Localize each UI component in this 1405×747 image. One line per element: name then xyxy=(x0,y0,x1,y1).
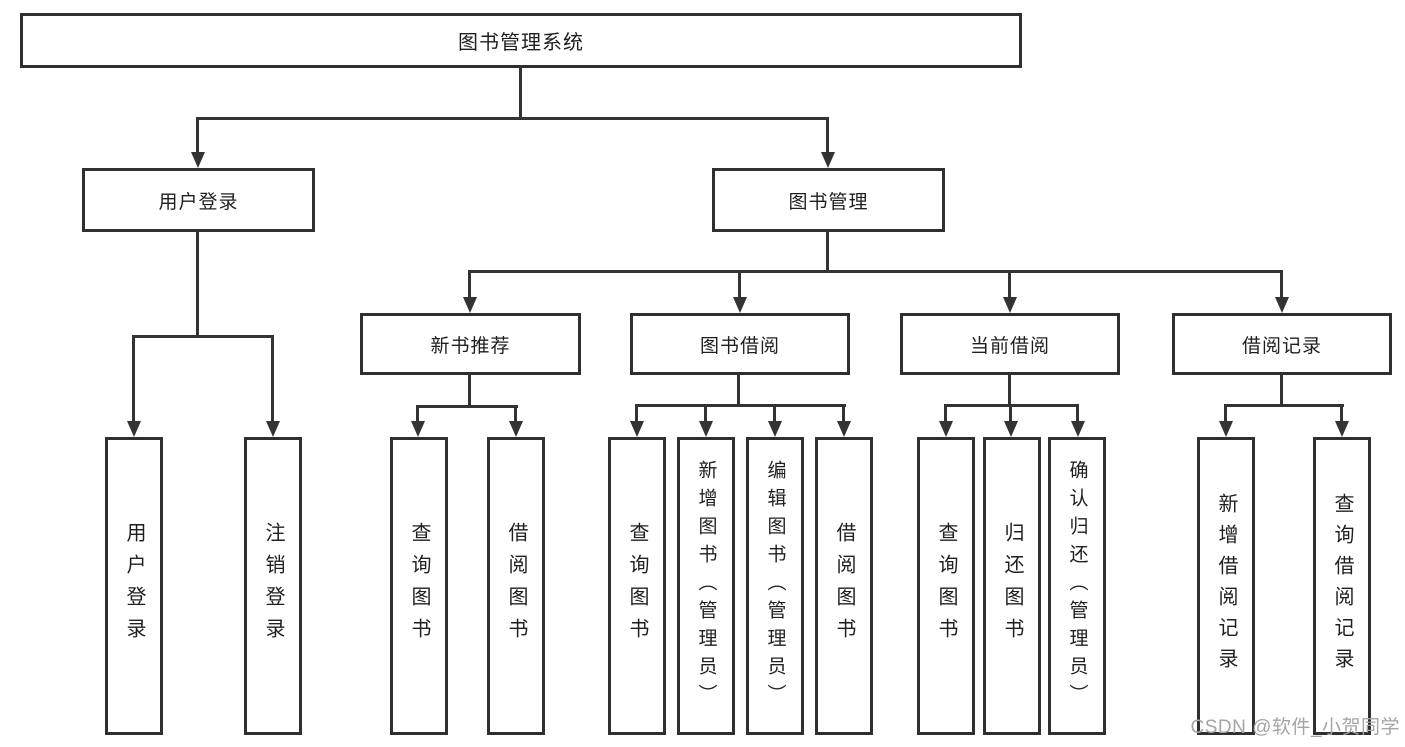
node-ul-login: 用户登录 xyxy=(105,437,163,735)
node-br-add-label: 新增借阅记录 xyxy=(1215,493,1237,679)
node-new-book-rec: 新书推荐 xyxy=(360,313,581,375)
node-book-borrow: 图书借阅 xyxy=(630,313,850,375)
node-ul-logout-label: 注销登录 xyxy=(262,522,284,650)
arrowhead-cb-query xyxy=(939,421,953,437)
node-cb-confirm-label: 确认归还（管理员） xyxy=(1066,460,1088,712)
arrowhead-nb-query xyxy=(411,421,425,437)
connector-borrow-records-stem xyxy=(1280,374,1283,407)
connector-drop-new-book-rec xyxy=(468,270,471,298)
connector-drop-borrow-records xyxy=(1280,270,1283,298)
arrowhead-bb-add xyxy=(699,421,713,437)
arrowhead-new-book-rec xyxy=(463,297,477,313)
node-nb-query-label: 查询图书 xyxy=(408,522,430,650)
node-cb-confirm: 确认归还（管理员） xyxy=(1048,437,1106,735)
arrowhead-cb-return xyxy=(1004,421,1018,437)
node-book-borrow-label: 图书借阅 xyxy=(699,335,780,357)
node-library-system: 图书管理系统 xyxy=(20,13,1022,68)
connector-drop-cb-confirm xyxy=(1076,404,1079,422)
node-br-query-label: 查询借阅记录 xyxy=(1331,493,1353,679)
node-ul-logout: 注销登录 xyxy=(244,437,302,735)
node-book-mgmt: 图书管理 xyxy=(712,168,945,232)
node-bb-borrow-label: 借阅图书 xyxy=(833,522,855,650)
node-bb-edit-label: 编辑图书（管理员） xyxy=(764,460,786,712)
connector-level2-rail xyxy=(196,117,829,120)
connector-drop-bb-borrow xyxy=(842,404,845,422)
node-cb-return: 归还图书 xyxy=(983,437,1041,735)
arrowhead-ul-logout xyxy=(266,421,280,437)
node-user-login: 用户登录 xyxy=(82,168,315,232)
connector-drop-bb-edit xyxy=(773,404,776,422)
connector-user-login-stem xyxy=(196,231,199,338)
arrowhead-bb-borrow xyxy=(837,421,851,437)
node-nb-query: 查询图书 xyxy=(390,437,448,735)
node-bb-edit: 编辑图书（管理员） xyxy=(746,437,804,735)
connector-root-stem xyxy=(519,66,522,119)
node-borrow-records-label: 借阅记录 xyxy=(1241,335,1322,357)
arrowhead-book-mgmt xyxy=(821,152,835,168)
node-nb-borrow: 借阅图书 xyxy=(487,437,545,735)
connector-drop-nb-borrow xyxy=(514,405,517,422)
connector-drop-br-query xyxy=(1340,404,1343,422)
node-library-system-label: 图书管理系统 xyxy=(458,32,584,54)
connector-drop-book-mgmt xyxy=(826,117,829,153)
arrowhead-borrow-records xyxy=(1275,297,1289,313)
connector-group2-rail xyxy=(416,405,518,408)
node-bb-query: 查询图书 xyxy=(608,437,666,735)
connector-drop-bb-query xyxy=(635,404,638,422)
connector-drop-br-add xyxy=(1224,404,1227,422)
node-br-add: 新增借阅记录 xyxy=(1197,437,1255,735)
connector-drop-cb-return xyxy=(1009,404,1012,422)
connector-drop-ul-login xyxy=(132,335,135,422)
node-bb-borrow: 借阅图书 xyxy=(815,437,873,735)
watermark-text: CSDN @软件_小贺同学 xyxy=(1190,717,1400,738)
connector-drop-ul-logout xyxy=(271,335,274,422)
connector-drop-nb-query xyxy=(416,405,419,422)
node-current-borrow: 当前借阅 xyxy=(900,313,1120,375)
arrowhead-current-borrow xyxy=(1003,297,1017,313)
connector-drop-book-borrow xyxy=(738,270,741,298)
node-bb-query-label: 查询图书 xyxy=(626,522,648,650)
connector-book-mgmt-stem xyxy=(826,231,829,273)
connector-group3-rail xyxy=(635,404,846,407)
node-bb-add-label: 新增图书（管理员） xyxy=(695,460,717,712)
connector-book-borrow-stem xyxy=(737,374,740,407)
node-book-mgmt-label: 图书管理 xyxy=(788,191,869,213)
arrowhead-ul-login xyxy=(127,421,141,437)
connector-drop-bb-add xyxy=(704,404,707,422)
node-new-book-rec-label: 新书推荐 xyxy=(430,335,511,357)
node-cb-query-label: 查询图书 xyxy=(935,522,957,650)
node-cb-query: 查询图书 xyxy=(917,437,975,735)
node-nb-borrow-label: 借阅图书 xyxy=(505,522,527,650)
connector-level3-rail xyxy=(468,270,1283,273)
arrowhead-br-query xyxy=(1335,421,1349,437)
connector-drop-user-login xyxy=(196,117,199,153)
connector-new-book-rec-stem xyxy=(468,374,471,408)
arrowhead-book-borrow xyxy=(733,297,747,313)
arrowhead-bb-edit xyxy=(768,421,782,437)
node-cb-return-label: 归还图书 xyxy=(1001,522,1023,650)
node-current-borrow-label: 当前借阅 xyxy=(969,335,1050,357)
arrowhead-bb-query xyxy=(630,421,644,437)
arrowhead-br-add xyxy=(1219,421,1233,437)
connector-current-borrow-stem xyxy=(1008,374,1011,407)
connector-group5-rail xyxy=(1224,404,1344,407)
node-br-query: 查询借阅记录 xyxy=(1313,437,1371,735)
arrowhead-user-login xyxy=(191,152,205,168)
arrowhead-nb-borrow xyxy=(509,421,523,437)
node-ul-login-label: 用户登录 xyxy=(123,522,145,650)
node-user-login-label: 用户登录 xyxy=(158,191,239,213)
connector-drop-cb-query xyxy=(944,404,947,422)
connector-group1-rail xyxy=(132,335,274,338)
arrowhead-cb-confirm xyxy=(1071,421,1085,437)
node-borrow-records: 借阅记录 xyxy=(1172,313,1392,375)
connector-drop-current-borrow xyxy=(1008,270,1011,298)
node-bb-add: 新增图书（管理员） xyxy=(677,437,735,735)
